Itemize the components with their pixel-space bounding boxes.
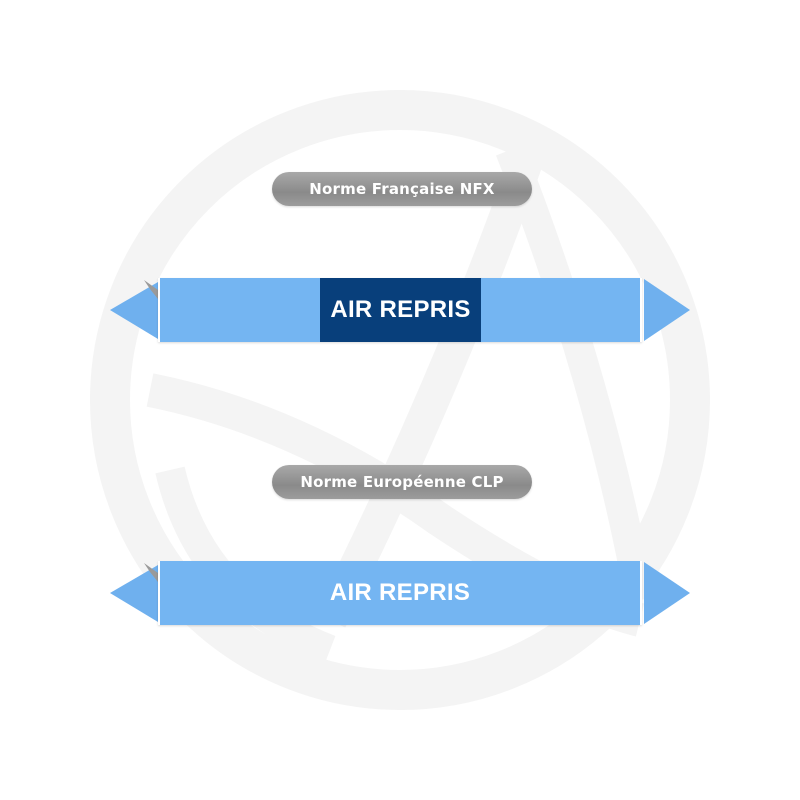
marker-arrows-icon	[110, 279, 690, 341]
marker-body: AIR REPRIS	[158, 561, 642, 625]
marker-arrows-icon	[110, 562, 690, 624]
standard-label-nfx: Norme Française NFX	[272, 172, 532, 206]
pipe-marker-nfx: AIR REPRIS	[108, 277, 692, 345]
marker-center-band	[320, 278, 481, 342]
standard-label-clp: Norme Européenne CLP	[272, 465, 532, 499]
marker-body: AIR REPRIS	[158, 278, 642, 342]
marker-text: AIR REPRIS	[330, 296, 471, 323]
pipe-marker-clp: AIR REPRIS	[108, 560, 692, 628]
marker-text: AIR REPRIS	[329, 579, 471, 606]
